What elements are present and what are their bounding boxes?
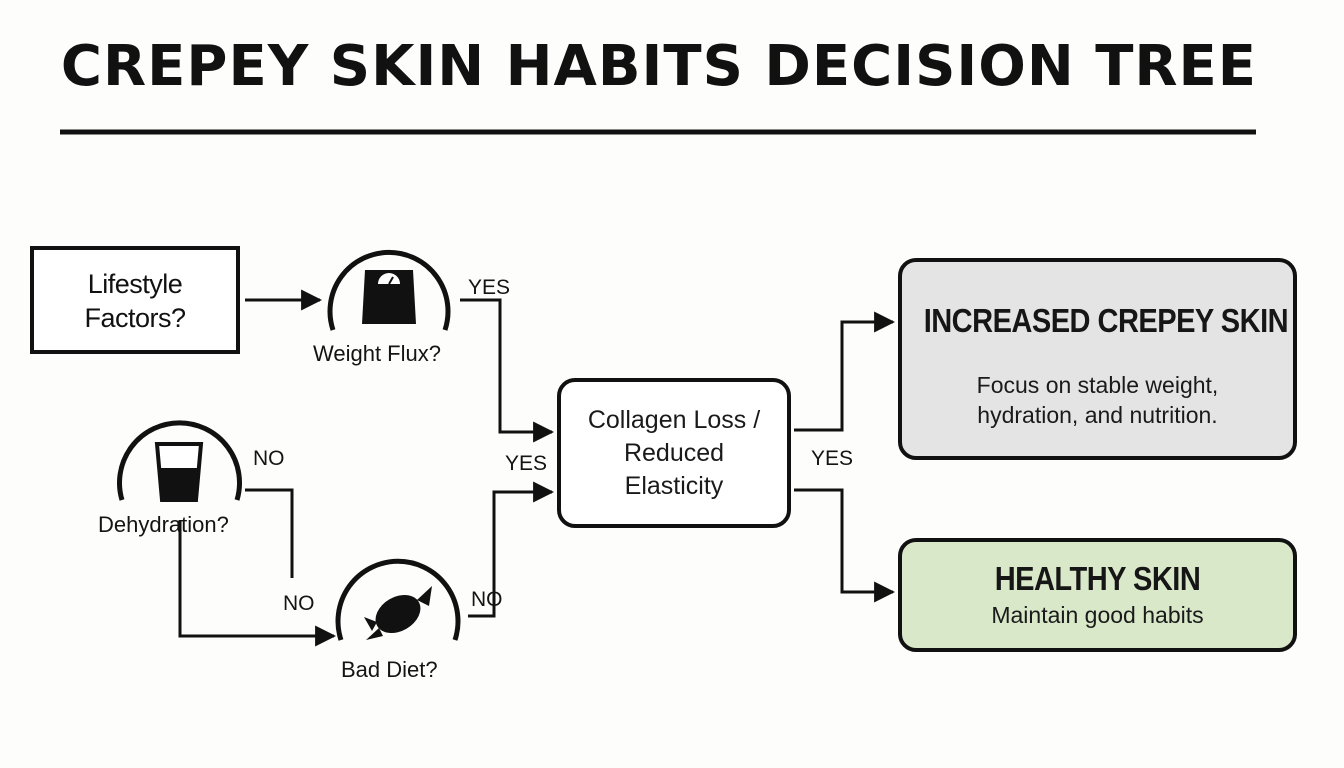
collagen-loss-label: Collagen Loss / Reduced Elasticity — [587, 405, 761, 500]
weight-flux-label: Weight Flux? — [313, 341, 441, 366]
edge-label-dehydration-down-no: NO — [283, 592, 315, 615]
edge-label-diet-yes: YES — [505, 452, 548, 475]
increased-crepey-skin-desc: Focus on stable weight, hydration, and n… — [976, 372, 1219, 428]
dehydration-label: Dehydration? — [98, 512, 229, 537]
connectors — [178, 289, 896, 647]
bad-diet-node — [335, 558, 461, 641]
page-title: CREPEY SKIN HABITS DECISION TREE — [60, 34, 1258, 99]
scale-icon — [362, 270, 416, 324]
lifestyle-factors-text: Lifestyle Factors? — [32, 250, 238, 352]
healthy-skin-box — [898, 538, 1297, 652]
collagen-loss-text: Collagen Loss / Reduced Elasticity — [560, 382, 788, 524]
lifestyle-factors-box — [30, 246, 240, 354]
weight-flux-node — [327, 250, 451, 331]
increased-crepey-skin-box — [898, 258, 1297, 460]
edge-label-weight-yes: YES — [468, 276, 511, 299]
edge-label-diet-no: NO — [471, 588, 503, 611]
edge-label-collagen-yes: YES — [811, 447, 854, 470]
lifestyle-factors-label: Lifestyle Factors? — [84, 269, 186, 333]
edge-dehydration-to-diet — [178, 520, 337, 647]
candy-icon — [364, 586, 432, 640]
edge-collagen-to-healthy — [794, 488, 896, 603]
edge-weight-yes-to-collagen — [460, 298, 555, 443]
edge-dehydration-no — [245, 488, 294, 578]
healthy-skin-desc: Maintain good habits — [991, 602, 1204, 628]
healthy-skin-title: HEALTHY SKIN — [994, 560, 1201, 597]
water-glass-icon — [154, 442, 204, 502]
collagen-loss-box — [557, 378, 791, 528]
edge-label-dehydration-no: NO — [253, 447, 285, 470]
edge-collagen-to-increased — [794, 311, 896, 432]
bad-diet-label: Bad Diet? — [341, 657, 438, 682]
increased-crepey-skin-title: INCREASED CREPEY SKIN — [923, 302, 1289, 339]
edge-diet-to-collagen — [468, 481, 555, 618]
dehydration-node — [117, 420, 242, 502]
